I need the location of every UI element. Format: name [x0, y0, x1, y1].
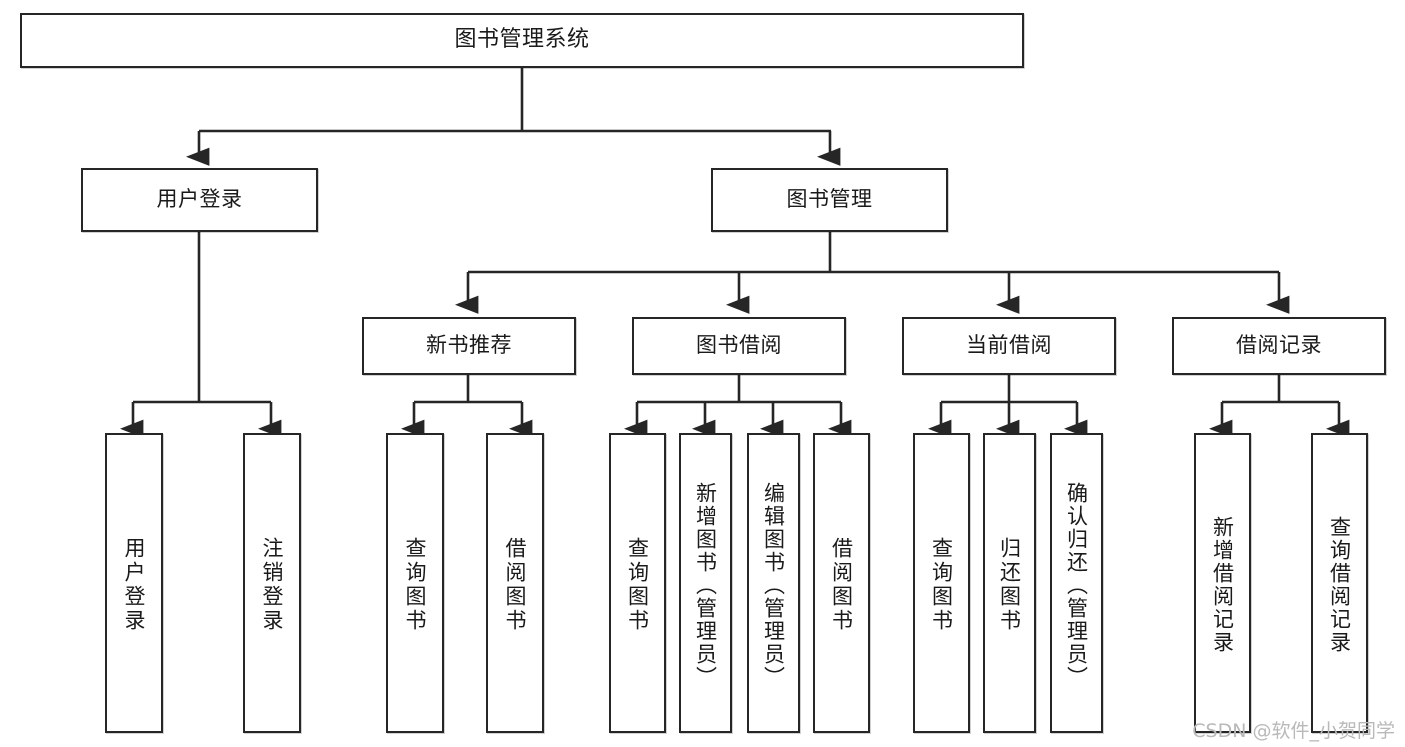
node-leaf-user-login-logout[interactable]: 注销登录: [243, 433, 301, 733]
node-leaf-new-book-borrow[interactable]: 借阅图书: [486, 433, 544, 733]
node-label: 查询图书: [929, 537, 954, 633]
node-label: 查询图书: [625, 537, 650, 633]
node-leaf-book-borrow-edit[interactable]: 编辑图书（管理员）: [747, 433, 800, 733]
node-label: 查询图书: [403, 537, 428, 633]
node-label: 新增图书（管理员）: [693, 481, 718, 689]
node-label: 查询借阅记录: [1327, 516, 1352, 654]
node-leaf-user-login-login[interactable]: 用户登录: [105, 433, 163, 733]
node-leaf-book-borrow-add[interactable]: 新增图书（管理员）: [679, 433, 732, 733]
node-leaf-new-book-query[interactable]: 查询图书: [386, 433, 444, 733]
node-leaf-book-borrow-borrow[interactable]: 借阅图书: [813, 433, 870, 733]
node-label: 新书推荐: [426, 333, 512, 358]
node-label: 图书借阅: [696, 333, 782, 358]
node-label: 确认归还（管理员）: [1064, 481, 1089, 689]
node-leaf-current-borrow-query[interactable]: 查询图书: [913, 433, 970, 733]
node-label: 借阅图书: [829, 537, 854, 633]
node-leaf-current-borrow-return[interactable]: 归还图书: [983, 433, 1036, 733]
node-book-borrow[interactable]: 图书借阅: [632, 317, 846, 375]
node-label: 借阅记录: [1236, 333, 1322, 358]
node-label: 注销登录: [260, 537, 285, 633]
node-root-book-management-system[interactable]: 图书管理系统: [20, 13, 1024, 68]
node-label: 图书管理系统: [454, 27, 590, 53]
node-book-management[interactable]: 图书管理: [711, 168, 948, 232]
csdn-watermark: CSDN @软件_小贺同学: [1192, 720, 1395, 742]
node-leaf-borrow-record-add[interactable]: 新增借阅记录: [1194, 433, 1251, 733]
node-leaf-book-borrow-query[interactable]: 查询图书: [609, 433, 666, 733]
node-new-book-recommend[interactable]: 新书推荐: [362, 317, 576, 375]
node-leaf-current-borrow-confirm-return[interactable]: 确认归还（管理员）: [1050, 433, 1103, 733]
node-label: 归还图书: [997, 537, 1022, 633]
node-label: 当前借阅: [966, 333, 1052, 358]
node-label: 新增借阅记录: [1210, 516, 1235, 654]
node-label: 用户登录: [156, 187, 243, 212]
node-current-borrow[interactable]: 当前借阅: [902, 317, 1116, 375]
node-user-login[interactable]: 用户登录: [81, 168, 318, 232]
node-borrow-record[interactable]: 借阅记录: [1172, 317, 1386, 375]
node-label: 借阅图书: [503, 537, 528, 633]
node-leaf-borrow-record-query[interactable]: 查询借阅记录: [1311, 433, 1368, 733]
node-label: 图书管理: [786, 187, 873, 212]
node-label: 用户登录: [122, 537, 147, 633]
node-label: 编辑图书（管理员）: [761, 481, 786, 689]
